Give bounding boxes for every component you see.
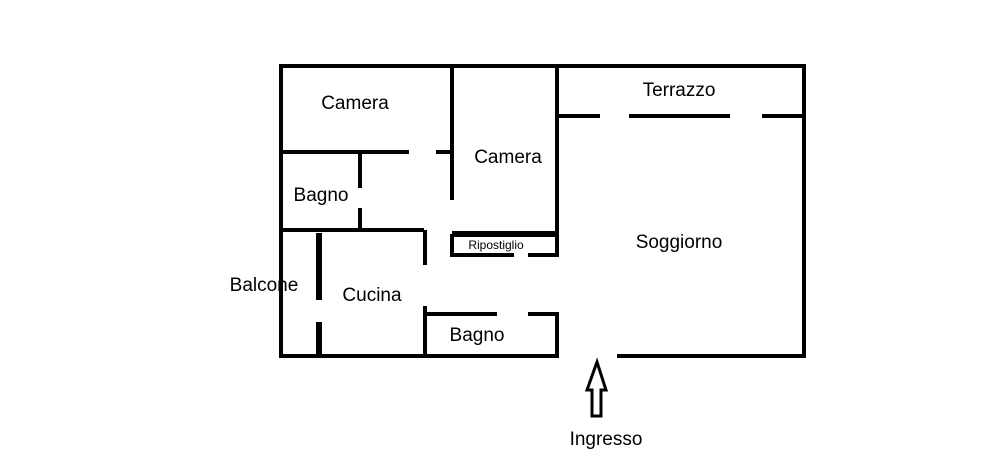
interior-walls [281,66,806,358]
label-bagno-1: Bagno [294,185,349,206]
entrance-arrow-icon [584,357,609,418]
label-ingresso: Ingresso [570,429,643,450]
outer-walls [279,64,806,358]
label-camera-1: Camera [321,93,389,114]
label-terrazzo: Terrazzo [643,80,716,101]
label-balcone: Balcone [230,275,299,296]
label-soggiorno: Soggiorno [636,232,723,253]
label-cucina: Cucina [342,285,402,306]
room-labels: Camera Camera Terrazzo Bagno Ripostiglio… [230,80,723,450]
label-bagno-2: Bagno [450,325,505,346]
label-ripostiglio: Ripostiglio [468,238,524,252]
label-camera-2: Camera [474,147,542,168]
